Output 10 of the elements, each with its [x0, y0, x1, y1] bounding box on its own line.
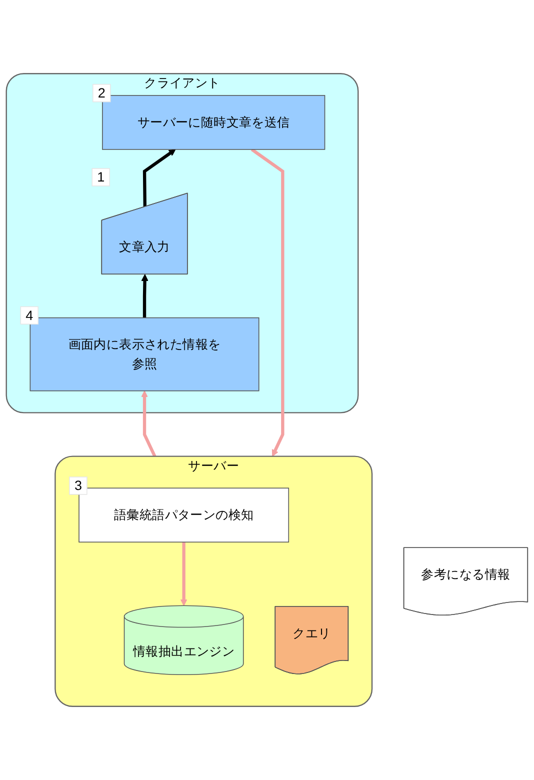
step-number: 3	[69, 476, 88, 495]
step-number: 4	[20, 306, 39, 325]
arrow	[180, 542, 188, 606]
arrow	[141, 390, 156, 458]
arrow	[141, 274, 148, 318]
arrow	[142, 149, 176, 208]
node-box: サーバーに随時文章を送信	[102, 95, 326, 150]
step-number: 1	[92, 168, 110, 186]
step-number: 2	[92, 84, 111, 102]
arrow	[250, 148, 284, 457]
